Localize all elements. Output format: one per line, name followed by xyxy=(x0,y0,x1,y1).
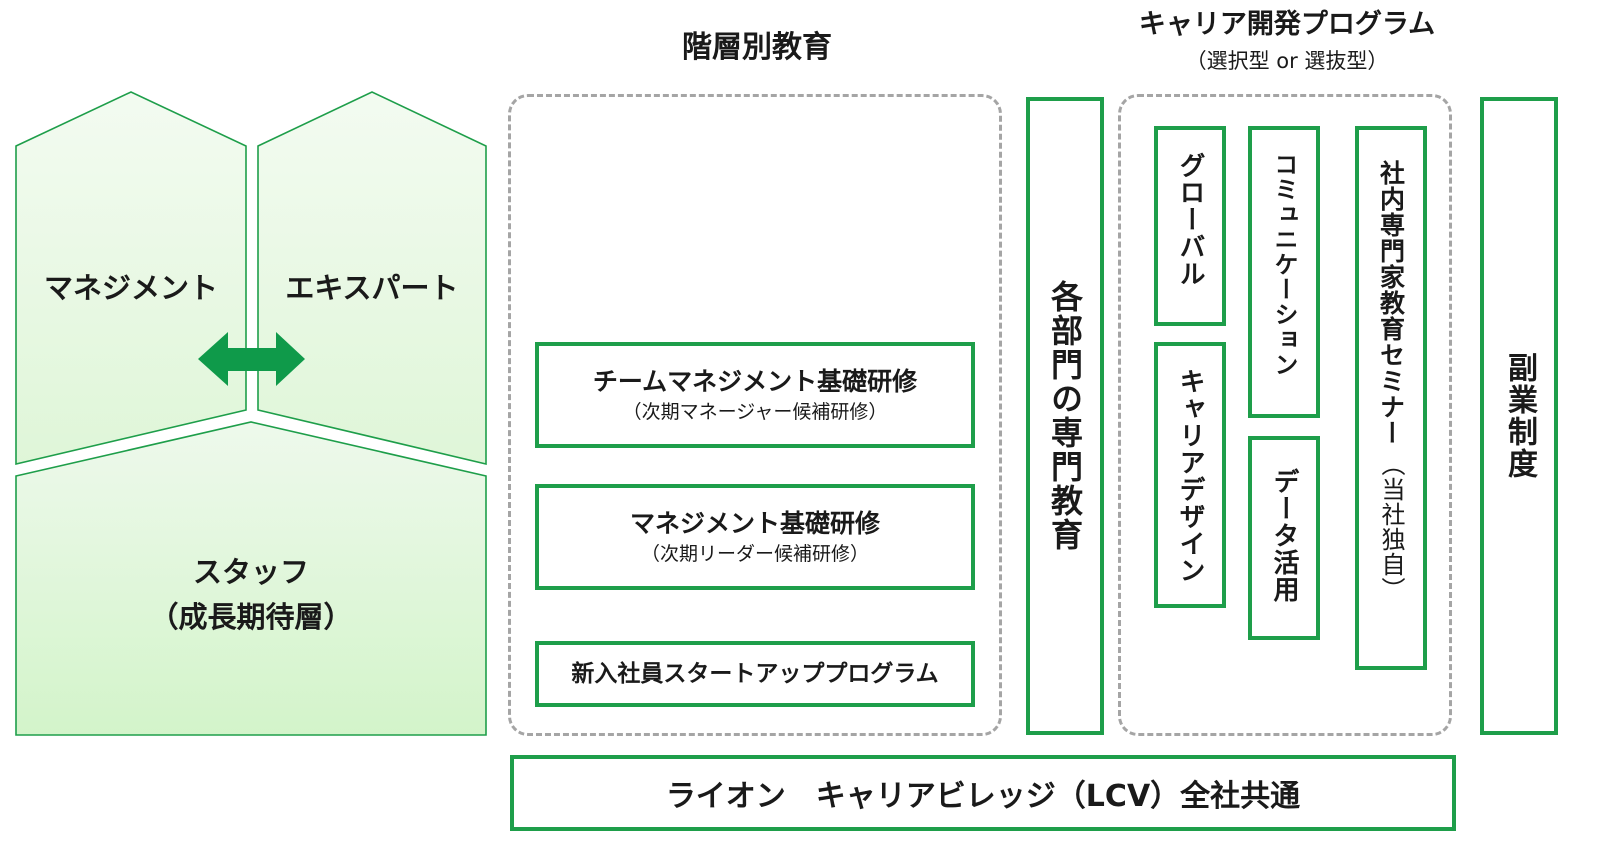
side-job-system-label: 副業制度 xyxy=(1502,352,1537,480)
management-label: マネジメント xyxy=(43,271,218,305)
career-program-title: キャリア開発プログラム xyxy=(1138,9,1436,40)
career-program-area xyxy=(1118,94,1452,736)
career-design-program-label: キャリアデザイン xyxy=(1175,368,1205,584)
internal-expert-seminar-label: 社内専門家教育セミナー xyxy=(1376,160,1406,446)
team-management-training-sub: （次期マネージャー候補研修） xyxy=(622,401,888,423)
staff-label: スタッフ xyxy=(192,555,309,589)
department-education: 各部門の専門教育 xyxy=(1026,97,1104,735)
team-management-training: チームマネジメント基礎研修 （次期マネージャー候補研修） xyxy=(535,342,975,448)
new-hire-program-label: 新入社員スタートアッププログラム xyxy=(571,661,939,687)
management-basic-training-label: マネジメント基礎研修 xyxy=(629,509,880,538)
lcv-company-wide-label: ライオン キャリアビレッジ（LCV）全社共通 xyxy=(665,779,1301,814)
global-program: グローバル xyxy=(1154,126,1226,326)
team-management-training-label: チームマネジメント基礎研修 xyxy=(592,367,918,396)
career-design-program: キャリアデザイン xyxy=(1154,342,1226,608)
staff-house xyxy=(15,421,487,736)
new-hire-program: 新入社員スタートアッププログラム xyxy=(535,641,975,707)
tiered-education-title: 階層別教育 xyxy=(682,30,832,65)
double-arrow-icon xyxy=(198,332,305,386)
expert-label: エキスパート xyxy=(285,271,459,305)
career-program-subtitle: （選択型 or 選抜型） xyxy=(1185,49,1389,73)
internal-expert-seminar-note: （当社独自） xyxy=(1377,452,1405,602)
global-program-label: グローバル xyxy=(1175,152,1205,287)
communication-program-label: コミュニケーション xyxy=(1270,152,1298,377)
side-job-system: 副業制度 xyxy=(1480,97,1558,735)
management-house xyxy=(15,91,247,466)
house-shapes xyxy=(15,91,487,736)
management-basic-training-sub: （次期リーダー候補研修） xyxy=(640,543,869,565)
communication-program: コミュニケーション xyxy=(1248,126,1320,418)
lcv-company-wide-bar: ライオン キャリアビレッジ（LCV）全社共通 xyxy=(510,755,1456,831)
staff-sublabel: （成長期待層） xyxy=(149,600,353,634)
department-education-label: 各部門の専門教育 xyxy=(1046,280,1084,552)
management-basic-training: マネジメント基礎研修 （次期リーダー候補研修） xyxy=(535,484,975,590)
internal-expert-seminar: 社内専門家教育セミナー （当社独自） xyxy=(1355,126,1427,670)
data-use-program: データ活用 xyxy=(1248,436,1320,640)
data-use-program-label: データ活用 xyxy=(1269,468,1299,603)
tiered-education-area xyxy=(508,94,1002,736)
